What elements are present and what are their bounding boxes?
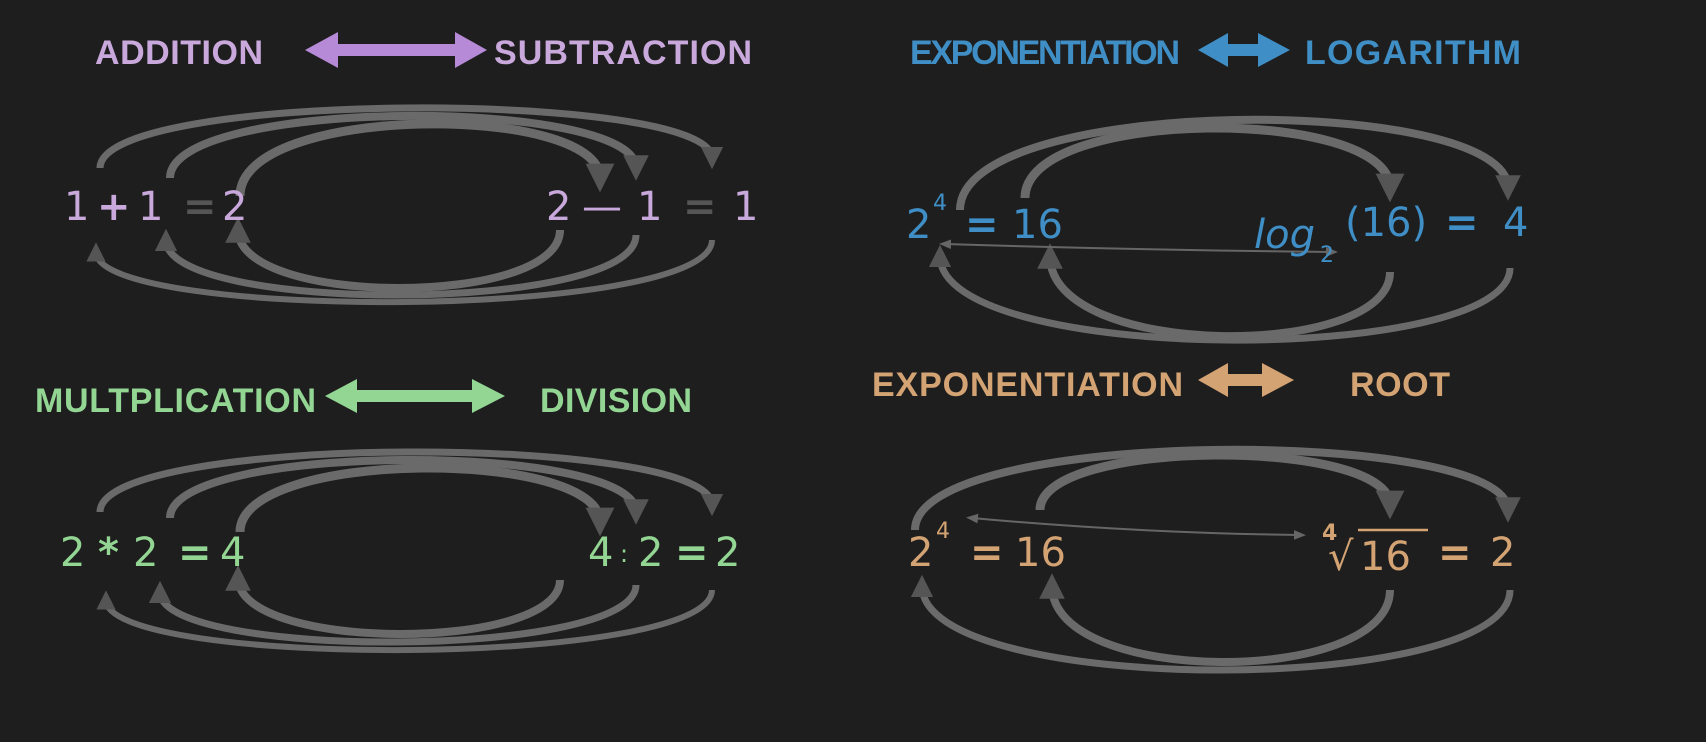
exponent: 4 — [936, 519, 950, 544]
equals-sign: = — [178, 530, 212, 576]
double-arrow-icon — [1198, 33, 1290, 67]
mapping-arcs — [86, 104, 1521, 674]
panel-addition-subtraction: ADDITION SUBTRACTION 1 + 1 = 2 2 — 1 = 1 — [64, 32, 758, 230]
base: 2 — [906, 202, 931, 248]
log-base: 2 — [1320, 243, 1334, 268]
equals-sign: = — [675, 530, 709, 576]
equation-exponent: 2 4 = 16 — [908, 519, 1066, 576]
curved-arrow — [96, 104, 724, 170]
title-division: DIVISION — [540, 382, 692, 420]
result: 4 — [1503, 200, 1528, 246]
title-multiplication: MULTPLICATION — [35, 382, 316, 420]
curved-arrow — [928, 244, 1514, 344]
curved-arrow — [911, 445, 1521, 531]
equals-sign: = — [683, 184, 717, 230]
operand: 2 — [60, 530, 85, 576]
equals-sign: = — [970, 530, 1004, 576]
equals-sign: = — [183, 184, 217, 230]
equals-sign: = — [965, 202, 999, 248]
title-addition: ADDITION — [95, 34, 263, 72]
title-logarithm: LOGARITHM — [1305, 34, 1521, 72]
times-sign: * — [98, 530, 119, 576]
argument: (16) — [1345, 200, 1427, 246]
equation-multiplication: 2 * 2 = 4 — [60, 530, 245, 576]
curved-arrow — [956, 115, 1521, 211]
operand: 2 — [638, 530, 663, 576]
title-root: ROOT — [1350, 366, 1450, 404]
double-arrow-icon — [305, 32, 487, 68]
operand: 1 — [637, 184, 662, 230]
curved-arrow — [225, 217, 564, 292]
curved-arrow — [1039, 573, 1394, 666]
result: 2 — [1490, 530, 1515, 576]
title-subtraction: SUBTRACTION — [494, 34, 752, 72]
operand: 2 — [546, 184, 571, 230]
curved-arrow — [166, 111, 649, 181]
curved-arrow — [235, 119, 615, 197]
curved-arrow — [96, 448, 724, 517]
equation-division: 4 : 2 = 2 — [588, 530, 740, 576]
panel-exponentiation-logarithm: EXPONENTIATION LOGARITHM 2 4 = 16 log 2 … — [906, 33, 1528, 268]
operand: 1 — [64, 184, 89, 230]
curved-arrow — [1020, 123, 1405, 203]
equation-exponent: 2 4 = 16 — [906, 191, 1063, 248]
curved-arrow — [154, 228, 640, 299]
panel-exponentiation-root: EXPONENTIATION ROOT 2 4 = 16 4 √ 16 = 2 — [872, 363, 1515, 580]
curved-arrow — [86, 239, 715, 306]
result: 2 — [715, 530, 740, 576]
root-index: 4 — [1322, 521, 1337, 546]
double-arrow-connector — [966, 513, 1306, 540]
result: 4 — [220, 530, 245, 576]
double-arrow-icon — [1198, 363, 1294, 397]
double-arrow-icon — [325, 379, 505, 413]
curved-arrow — [235, 463, 615, 537]
double-arrow-connector — [939, 239, 1338, 257]
curved-arrow — [225, 565, 564, 638]
plus-sign: + — [97, 184, 131, 230]
log-symbol: log — [1254, 212, 1315, 258]
panel-multiplication-division: MULTPLICATION DIVISION 2 * 2 = 4 4 : 2 =… — [35, 379, 740, 576]
exponent: 4 — [933, 191, 947, 216]
result: 16 — [1012, 202, 1063, 248]
curved-arrow — [910, 574, 1514, 674]
equals-sign: = — [1438, 530, 1472, 576]
result: 16 — [1015, 530, 1066, 576]
curved-arrow — [166, 455, 649, 525]
curved-arrow — [96, 589, 715, 653]
equation-subtraction: 2 — 1 = 1 — [546, 184, 758, 230]
radical-sign: √ — [1328, 534, 1354, 580]
title-exponentiation: EXPONENTIATION — [872, 366, 1183, 404]
divide-sign: : — [620, 540, 628, 568]
minus-sign: — — [582, 184, 622, 230]
operand: 1 — [138, 184, 163, 230]
operand: 2 — [133, 530, 158, 576]
base: 2 — [908, 530, 933, 576]
radicand: 16 — [1360, 534, 1411, 580]
title-exponentiation: EXPONENTIATION — [910, 34, 1180, 72]
operand: 4 — [588, 530, 613, 576]
result: 1 — [733, 184, 758, 230]
equation-root: 4 √ 16 = 2 — [1322, 521, 1515, 580]
curved-arrow — [1035, 450, 1405, 520]
curved-arrow — [148, 580, 640, 646]
result: 2 — [222, 184, 247, 230]
equation-logarithm: log 2 (16) = 4 — [1254, 200, 1528, 268]
equals-sign: = — [1445, 200, 1479, 246]
curved-arrow — [1037, 243, 1394, 341]
equation-addition: 1 + 1 = 2 — [64, 184, 247, 230]
